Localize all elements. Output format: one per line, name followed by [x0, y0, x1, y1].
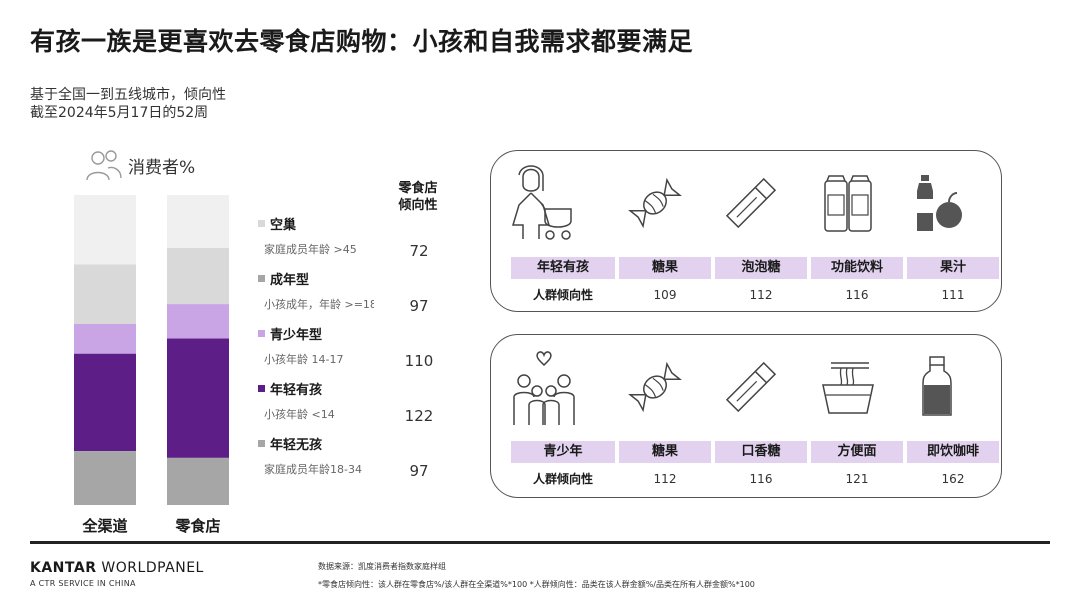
segment-name: 青少年型 [258, 324, 322, 343]
index-header-line-1: 零食店 [398, 181, 438, 196]
category-header-cell: 果汁 [907, 257, 999, 279]
panel-icons [491, 163, 1001, 245]
category-header-cell: 功能饮料 [811, 257, 903, 279]
segment-description: 小孩年龄 <14 [264, 408, 335, 421]
energy-drink-icon [824, 175, 872, 232]
category-header-cell: 口香糖 [715, 441, 807, 463]
segment-index-value: 122 [404, 407, 434, 425]
chewing-gum-icon [725, 361, 777, 413]
segment-name: 年轻无孩 [258, 434, 322, 453]
segment-name-text: 空巢 [270, 218, 297, 233]
young-family-icon [511, 165, 572, 240]
segment-description: 小孩成年，年龄 >=18 [264, 298, 374, 311]
juice-icon [917, 175, 962, 231]
footer-rule [30, 541, 1050, 544]
candy-icon [628, 361, 682, 413]
teen-panel: 青少年糖果口香糖方便面即饮咖啡 人群倾向性 112 116 121 162 [490, 334, 1002, 498]
segment-name-text: 青少年型 [270, 328, 323, 343]
panel-icons [491, 347, 1001, 429]
bar-segment-1-2 [74, 264, 136, 324]
people-icon [86, 150, 122, 181]
bar-segment-1-1 [74, 195, 136, 265]
teen-family-icon [513, 351, 575, 425]
panel-header-row: 年轻有孩糖果泡泡糖功能饮料果汁 [511, 257, 999, 279]
panel-header-row: 青少年糖果口香糖方便面即饮咖啡 [511, 441, 999, 463]
index-header-line-2: 倾向性 [398, 198, 438, 213]
bar-segment-2-3 [167, 304, 229, 339]
category-label: 全渠道 [82, 517, 128, 535]
segment-index-value: 110 [404, 352, 434, 370]
category-header-cell: 即饮咖啡 [907, 441, 999, 463]
category-header-cell: 方便面 [811, 441, 903, 463]
segment-swatch [258, 330, 265, 337]
index-value-cell: 109 [653, 288, 677, 302]
brand-rest: WORLDPANEL [96, 560, 204, 576]
bar-segment-2-2 [167, 248, 229, 305]
subtitle: 基于全国一到五线城市，倾向性 截至2024年5月17日的52周 [30, 86, 226, 122]
index-value-cell: 116 [749, 472, 773, 486]
row-label-cell: 人群倾向性 [532, 288, 593, 302]
category-header-cell: 泡泡糖 [715, 257, 807, 279]
segment-swatch [258, 220, 265, 227]
bar-segment-2-5 [167, 457, 229, 505]
instant-noodle-icon [822, 362, 874, 414]
segment-header-cell: 年轻有孩 [511, 257, 615, 279]
segment-name-text: 年轻无孩 [270, 438, 323, 453]
segment-description: 家庭成员年龄 >45 [264, 243, 357, 256]
bar-segment-1-5 [74, 451, 136, 505]
subtitle-line-1: 基于全国一到五线城市，倾向性 [30, 87, 226, 103]
coffee-bottle-icon [922, 356, 952, 416]
segment-name: 成年型 [258, 269, 309, 288]
segment-name: 空巢 [258, 214, 296, 233]
segment-swatch [258, 385, 265, 392]
source-note: 数据来源：凯度消费者指数家庭样组 [318, 562, 446, 571]
category-label: 零食店 [175, 517, 221, 535]
brand-tagline: A CTR SERVICE IN CHINA [30, 579, 136, 588]
segment-name-text: 成年型 [270, 273, 310, 288]
segment-swatch [258, 275, 265, 282]
row-label-cell: 人群倾向性 [532, 472, 593, 486]
bar-segment-1-4 [74, 353, 136, 452]
consumer-percent-label: 消费者% [128, 157, 196, 178]
segment-name: 年轻有孩 [258, 379, 322, 398]
segment-swatch [258, 440, 265, 447]
bar-segment-2-1 [167, 195, 229, 249]
bar-segment-1-3 [74, 323, 136, 354]
young-family-panel: 年轻有孩糖果泡泡糖功能饮料果汁 人群倾向性 109 112 116 111 [490, 150, 1002, 312]
bar-segment-2-4 [167, 338, 229, 458]
segment-index-value: 97 [409, 297, 429, 315]
panel-value-row: 人群倾向性 109 112 116 111 [511, 285, 999, 305]
candy-icon [628, 177, 682, 229]
segment-header-cell: 青少年 [511, 441, 615, 463]
category-header-cell: 糖果 [619, 441, 711, 463]
definition-note: *零食店倾向性：该人群在零食店%/该人群在全渠道%*100 *人群倾向性：品类在… [318, 580, 755, 589]
segment-name-text: 年轻有孩 [270, 383, 323, 398]
index-header: 零食店 倾向性 [386, 180, 450, 214]
category-header-cell: 糖果 [619, 257, 711, 279]
index-value-cell: 112 [653, 472, 677, 486]
page-title: 有孩一族是更喜欢去零食店购物：小孩和自我需求都要满足 [30, 27, 694, 56]
index-value-cell: 162 [941, 472, 965, 486]
subtitle-line-2: 截至2024年5月17日的52周 [30, 105, 209, 121]
segment-index-value: 72 [409, 242, 429, 260]
segment-index-value: 97 [409, 462, 429, 480]
stacked-bar-chart [74, 195, 229, 505]
index-value-cell: 112 [749, 288, 773, 302]
segment-description: 家庭成员年龄18-34 [264, 463, 362, 476]
index-value-cell: 111 [941, 288, 965, 302]
index-value-cell: 116 [845, 288, 869, 302]
index-value-cell: 121 [845, 472, 869, 486]
panel-value-row: 人群倾向性 112 116 121 162 [511, 469, 999, 489]
brand-logo: KANTAR WORLDPANEL [30, 560, 204, 576]
brand-bold: KANTAR [30, 560, 97, 576]
bubble-gum-icon [725, 177, 777, 229]
consumer-legend: 消费者% [84, 148, 195, 182]
segment-description: 小孩年龄 14-17 [264, 353, 344, 366]
